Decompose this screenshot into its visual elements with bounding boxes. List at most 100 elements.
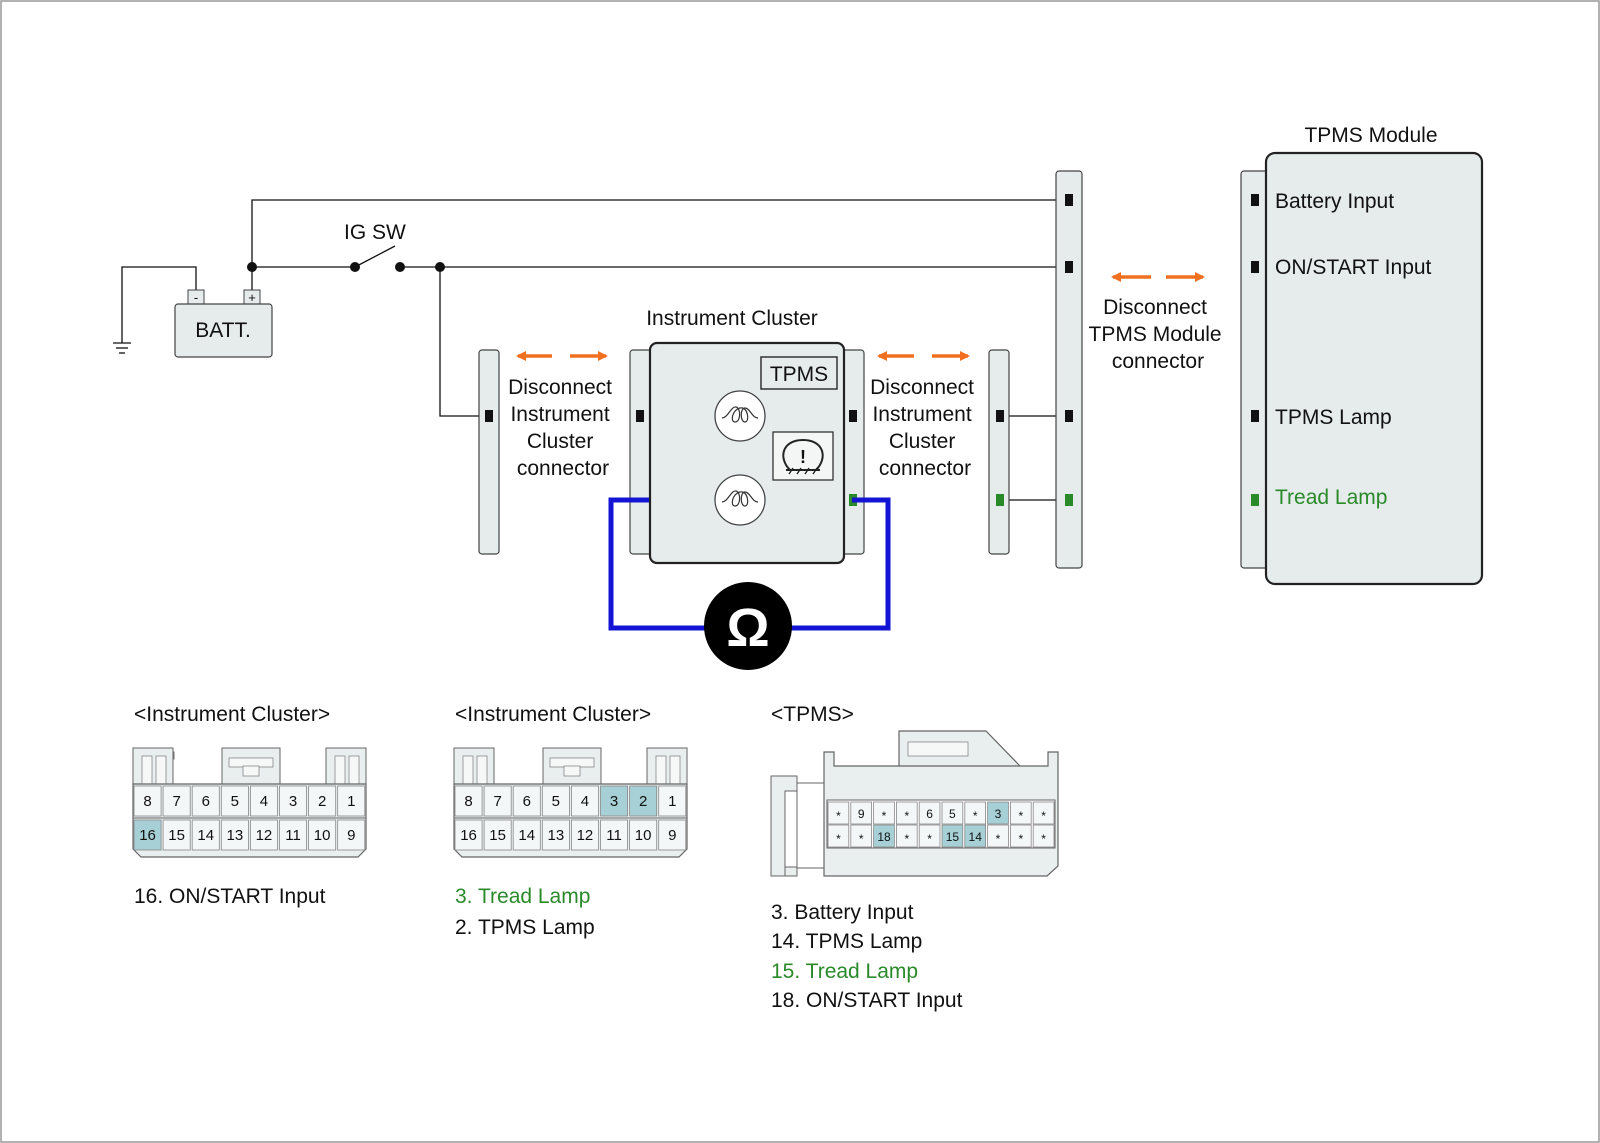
pin-cell <box>279 785 308 817</box>
pin-cell <box>541 819 570 851</box>
pin-cell <box>483 785 512 817</box>
pin-label: 6 <box>926 807 933 821</box>
pin-cell <box>191 819 220 851</box>
pin-cell <box>133 819 162 851</box>
pin-label: 14 <box>518 827 535 844</box>
pin-label: 9 <box>858 807 865 821</box>
tpms-badge: TPMS <box>770 363 828 386</box>
pin-label: 15 <box>946 830 960 844</box>
pin-label: 2 <box>318 793 326 810</box>
pin-label: 15 <box>489 827 506 844</box>
pin-cell <box>571 785 599 817</box>
pin-cell <box>162 819 191 851</box>
pin-label: 4 <box>260 793 268 810</box>
pin-cell <box>941 824 964 848</box>
battery-label: BATT. <box>195 319 251 342</box>
module-input-battery: Battery Input <box>1275 190 1394 213</box>
pin-cell <box>987 824 1009 848</box>
svg-text:!: ! <box>800 447 806 467</box>
pin-label: 9 <box>347 827 355 844</box>
pin-cell <box>987 801 1009 825</box>
pin-cell <box>964 801 986 825</box>
pin-cell <box>454 785 483 817</box>
pin-label: 3 <box>995 807 1002 821</box>
tpms-lamp-bulb-icon <box>714 390 766 442</box>
pin-cell <box>896 824 918 848</box>
pin-label: 6 <box>523 793 531 810</box>
pin-cell <box>191 785 220 817</box>
pin-label: 10 <box>635 827 652 844</box>
pin-label: 2 <box>639 793 647 810</box>
pin-label: 3 <box>610 793 618 810</box>
tpms-module-box <box>1264 151 1484 586</box>
pin-cell <box>1032 801 1055 825</box>
pin-label: 8 <box>464 793 472 810</box>
module-harness-connector <box>1055 170 1083 569</box>
pin-cell <box>483 819 512 851</box>
ohmmeter: Ω <box>608 497 891 670</box>
pin-label: * <box>904 809 909 823</box>
pin-label: 7 <box>172 793 180 810</box>
disconnect-arrows <box>516 272 1205 361</box>
pin-cell <box>850 801 872 825</box>
tpms-warning-icon: ! <box>772 431 834 481</box>
pin-cell <box>873 824 895 848</box>
disconnect-cluster-left-label: Disconnect Instrument Cluster connector <box>508 376 618 480</box>
connector-note: 18. ON/START Input <box>771 989 963 1012</box>
module-input-tpms-lamp: TPMS Lamp <box>1275 406 1392 429</box>
pin-cell <box>220 785 249 817</box>
battery-positive-sign: + <box>248 290 256 305</box>
cluster-connector-b-face <box>453 747 688 858</box>
pin-cell <box>629 785 658 817</box>
pin-label: 6 <box>202 793 210 810</box>
pin-markers <box>485 194 1259 506</box>
pin-cell <box>162 785 191 817</box>
module-input-tread-lamp: Tread Lamp <box>1275 486 1387 509</box>
pin-cell <box>220 819 249 851</box>
pin-label: * <box>836 832 841 846</box>
module-connector <box>1240 170 1270 569</box>
connector-note: 15. Tread Lamp <box>771 960 918 983</box>
connector-title-cluster-b: <Instrument Cluster> <box>455 703 651 726</box>
tpms-module-title: TPMS Module <box>1304 124 1437 147</box>
pin-label: * <box>904 832 909 846</box>
connector-note: 2. TPMS Lamp <box>455 916 595 939</box>
pin-cell <box>896 801 918 825</box>
pin-label: 8 <box>143 793 151 810</box>
ig-switch-label: IG SW <box>344 221 406 244</box>
pin-cell <box>571 819 599 851</box>
pin-cell <box>308 819 337 851</box>
pin-label: * <box>882 809 887 823</box>
pin-label: 16 <box>139 827 156 844</box>
pin-label: 12 <box>256 827 273 844</box>
cluster-harness-connector-right <box>988 349 1010 555</box>
pin-label: * <box>836 809 841 823</box>
pin-cell <box>827 801 850 825</box>
pin-cell <box>850 824 872 848</box>
pin-label: 11 <box>285 827 301 844</box>
pin-label: 4 <box>581 793 589 810</box>
pin-label: * <box>973 809 978 823</box>
connector-note: 3. Battery Input <box>771 901 914 924</box>
pin-label: 5 <box>231 793 239 810</box>
pin-cell <box>1010 801 1032 825</box>
pin-cell <box>600 819 629 851</box>
pin-cell <box>133 785 162 817</box>
pin-label: 5 <box>949 807 956 821</box>
pin-label: * <box>1041 809 1046 823</box>
pin-label: 18 <box>877 830 891 844</box>
pin-label: * <box>927 832 932 846</box>
pin-cell <box>873 801 895 825</box>
pin-cell <box>541 785 570 817</box>
pin-label: 7 <box>493 793 501 810</box>
pin-cell <box>512 819 541 851</box>
pin-cell <box>249 785 278 817</box>
pin-label: 10 <box>314 827 331 844</box>
connector-title-cluster-a: <Instrument Cluster> <box>134 703 330 726</box>
pin-cell <box>658 819 687 851</box>
instrument-cluster-title: Instrument Cluster <box>646 307 818 330</box>
pin-cell <box>964 824 986 848</box>
pin-label: 14 <box>197 827 214 844</box>
